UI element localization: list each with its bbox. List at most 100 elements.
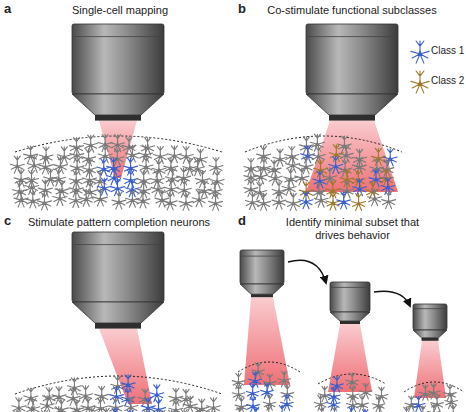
neuron xyxy=(10,156,24,173)
barrel-band xyxy=(240,256,284,257)
neuron xyxy=(155,410,169,412)
neuron-soma xyxy=(237,380,241,384)
neuron xyxy=(339,145,353,162)
neuron-arbor xyxy=(314,395,327,410)
neuron-soma xyxy=(116,142,120,146)
objective-taper xyxy=(306,94,398,115)
panel-title: Stimulate pattern completion neurons xyxy=(6,216,232,229)
neuron-soma xyxy=(287,185,291,189)
neuron-soma xyxy=(32,163,36,167)
neuron xyxy=(428,404,441,412)
neuron-arbor xyxy=(295,168,309,185)
neuron-arbor xyxy=(99,408,113,412)
neuron-soma xyxy=(262,153,266,157)
neuron xyxy=(24,146,38,163)
neuron xyxy=(400,407,413,412)
neuron xyxy=(183,396,197,412)
neuron-soma xyxy=(158,153,162,157)
neuron xyxy=(26,399,40,412)
neuron-arbor xyxy=(381,178,395,195)
neuron xyxy=(299,137,313,154)
neuron-soma xyxy=(357,200,361,204)
neuron-arbor xyxy=(383,149,397,166)
neuron-arbor xyxy=(359,384,372,399)
neuron-arbor xyxy=(340,181,354,198)
neuron xyxy=(447,406,460,412)
neuron-soma xyxy=(71,395,75,399)
neuron-soma xyxy=(273,175,277,179)
neuron xyxy=(140,410,154,412)
neuron-soma xyxy=(115,186,119,190)
neuron-soma xyxy=(100,393,104,397)
neuron-arbor xyxy=(152,160,166,177)
neuron xyxy=(196,171,210,188)
neuron xyxy=(431,395,444,410)
barrel-band xyxy=(306,36,398,37)
neuron-soma xyxy=(374,177,378,181)
neuron xyxy=(109,398,123,412)
neuron xyxy=(345,407,358,412)
neuron-arbor xyxy=(164,179,178,196)
neuron xyxy=(368,189,382,206)
neuron xyxy=(299,192,313,209)
neuron-soma xyxy=(258,189,262,193)
neuron xyxy=(314,190,328,207)
neuron-soma xyxy=(19,197,23,201)
neuron-arbor xyxy=(382,192,396,209)
objective-lens xyxy=(329,115,375,121)
microscope-objective xyxy=(72,24,164,121)
neuron-soma xyxy=(45,403,49,407)
neuron xyxy=(207,398,221,412)
neuron xyxy=(210,172,224,189)
neuron xyxy=(284,169,298,186)
neuron-soma xyxy=(351,403,355,407)
neuron xyxy=(356,396,369,411)
neuron xyxy=(94,398,108,412)
neuron-arbor xyxy=(183,159,197,176)
neuron-arbor xyxy=(192,409,206,412)
neuron-soma xyxy=(331,200,335,204)
neuron xyxy=(179,389,193,406)
neuron-arbor xyxy=(192,190,206,207)
neuron-arbor xyxy=(254,167,268,184)
neuron xyxy=(79,189,93,206)
neuron-soma xyxy=(129,165,133,169)
objective-lens xyxy=(95,323,141,329)
neuron xyxy=(353,179,367,196)
objective-barrel xyxy=(330,282,370,312)
neuron xyxy=(314,395,327,410)
neuron xyxy=(54,400,68,412)
objective-taper xyxy=(240,284,284,294)
neuron-arbor xyxy=(257,193,271,210)
neuron-arbor xyxy=(375,387,388,402)
neuron xyxy=(286,193,300,210)
barrel-band xyxy=(413,308,447,309)
neuron xyxy=(112,192,126,209)
neuron-soma xyxy=(15,163,19,167)
neuron-arbor xyxy=(155,410,169,412)
neuron xyxy=(340,181,354,198)
neuron-arbor xyxy=(94,398,108,412)
neuron-soma xyxy=(197,197,201,201)
neuron-arbor xyxy=(245,193,259,210)
neuron-soma xyxy=(285,401,289,405)
panel-title: Co-stimulate functional subclasses xyxy=(240,4,464,17)
neuron-soma xyxy=(306,153,310,157)
neuron-arbor xyxy=(169,400,183,412)
neuron xyxy=(254,167,268,184)
neuron xyxy=(383,149,397,166)
neuron xyxy=(79,386,93,403)
neuron-soma xyxy=(386,185,390,189)
neuron xyxy=(183,159,197,176)
neuron-soma xyxy=(262,200,266,204)
neuron xyxy=(257,193,271,210)
neuron-soma xyxy=(87,156,91,160)
neuron-arbor xyxy=(356,396,369,411)
neuron-arbor xyxy=(163,193,177,210)
neuron-arbor xyxy=(150,171,164,188)
neuron-arbor xyxy=(299,137,313,154)
neuron-arbor xyxy=(379,169,393,186)
neuron xyxy=(338,160,352,177)
neuron-soma xyxy=(291,200,295,204)
neuron-soma xyxy=(344,152,348,156)
